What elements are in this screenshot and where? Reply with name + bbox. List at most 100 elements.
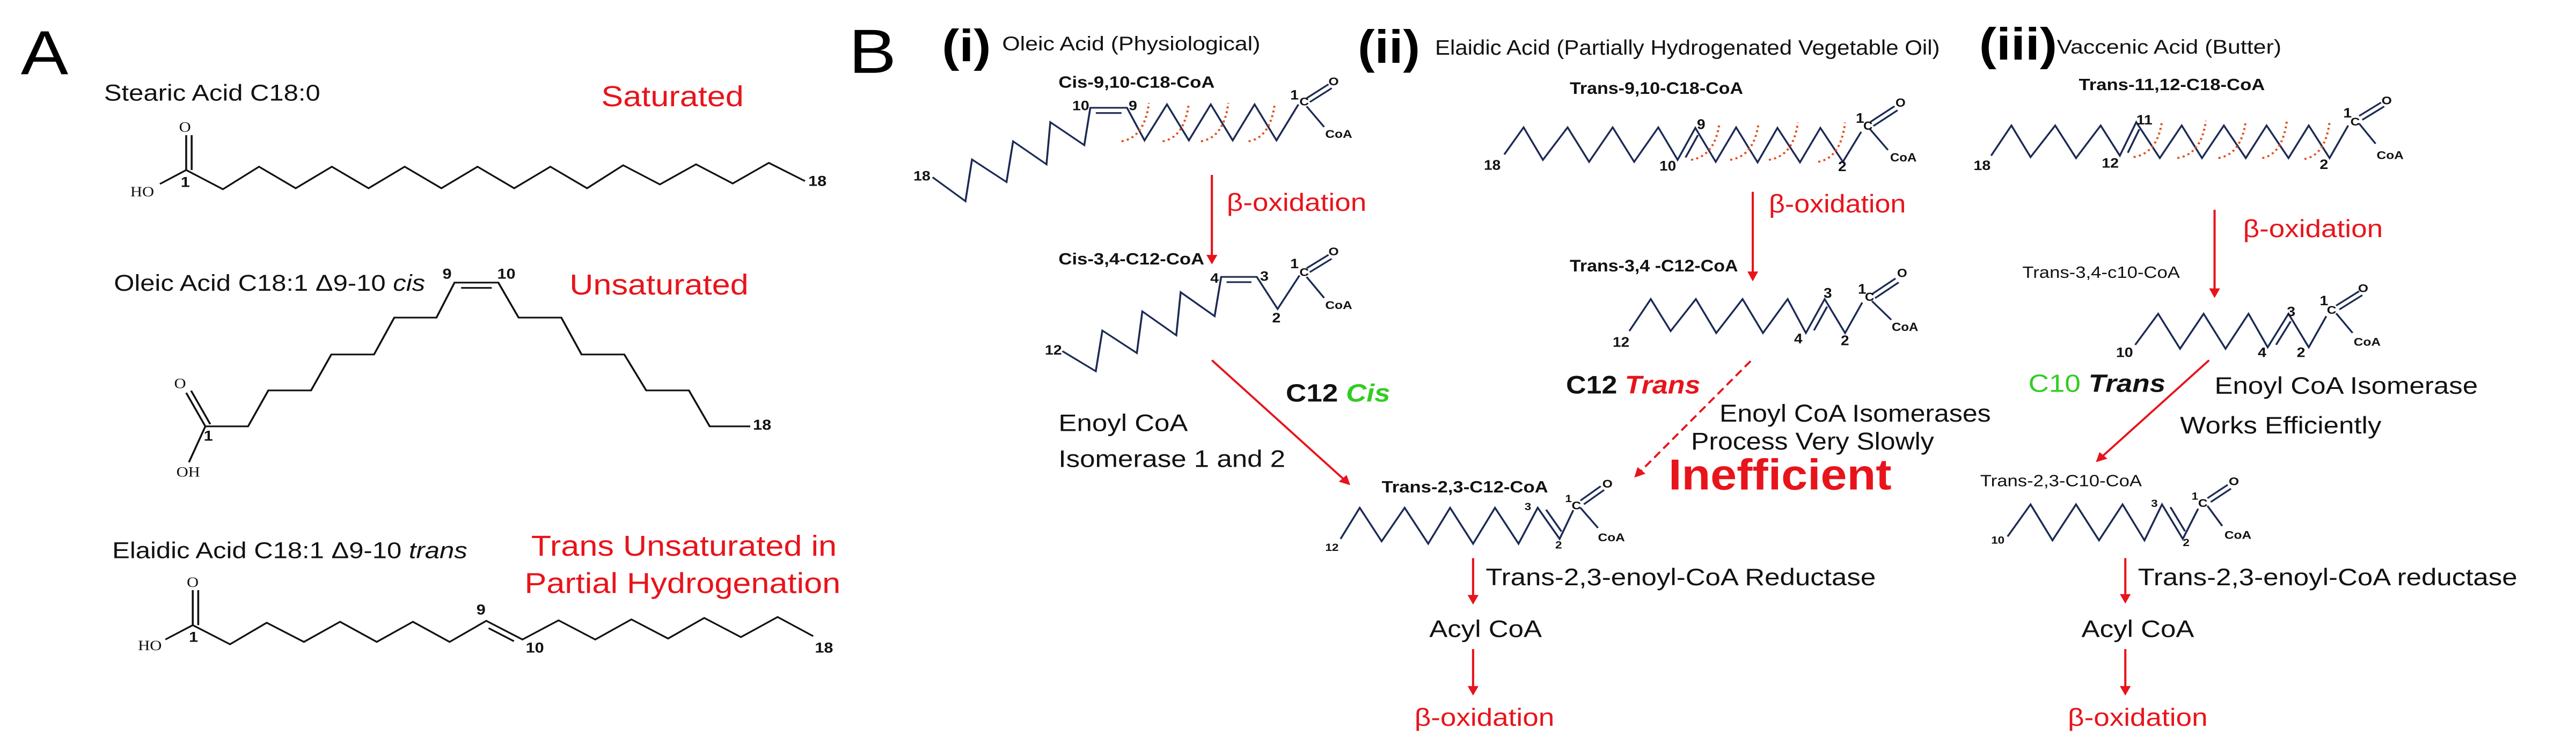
c12-cis-label: C12 Cis [1286,379,1391,407]
atom-label: 3 [1260,269,1269,284]
atom-label: 10 [1072,98,1089,113]
double-bond [1813,306,1828,331]
atom-label: O [2382,94,2392,107]
final-beta-oxidation-label: β-oxidation [2068,703,2208,731]
carbon-chain [2007,502,2199,542]
atom-label: 1 [1856,111,1864,126]
atom-label: 2 [2297,345,2306,360]
double-bond [1685,135,1699,158]
cleavage-mark [1162,102,1190,143]
acyl-coa-label: Acyl CoA [2082,616,2194,643]
bond [1306,83,1329,99]
cleavage-mark [1768,122,1799,161]
numeral-iii: (iii) [1979,19,2057,70]
trans-c12-coa-structure [1628,277,1899,335]
stearic-acid-structure [159,135,806,190]
double-bond [2127,129,2140,153]
atom-label: CoA [1325,128,1352,141]
panel-b-ii: (ii) Elaidic Acid (Partially Hydrogenate… [1358,21,1991,499]
beta-oxidation-label: β-oxidation [1769,189,1906,218]
carbon-chain [205,282,750,428]
atom-label: 1 [2192,491,2199,502]
atom-label: CoA [1325,298,1352,311]
atom-label: 11 [2136,113,2153,128]
atom-label: CoA [1892,320,1919,334]
bond [1306,106,1325,128]
panel-b-i: B (i) Oleic Acid (Physiological) Cis-9,1… [849,17,1876,731]
atom-label: 1 [181,174,190,190]
atom-label: 2 [2319,157,2328,172]
atom-label: 4 [1794,331,1803,347]
atom-label: C [2198,496,2208,509]
double-bond [1545,509,1563,532]
double-bond [1872,109,1898,127]
double-bond [2210,488,2232,503]
trans-c10-coa-structure [2134,290,2363,351]
atom-label: 2 [1272,311,1280,326]
atom-label: O [1602,477,1613,490]
carbon-chain [1340,506,1575,546]
enzyme-label: Isomerase 1 and 2 [1058,446,1285,473]
atom-label: O [179,119,191,135]
saturated-label: Saturated [601,81,743,113]
bond [2358,123,2376,144]
carbon-chain [186,161,806,190]
elaidic-pathway-title: Elaidic Acid (Partially Hydrogenated Veg… [1435,36,1940,59]
isomerase-arrow [1211,359,1351,485]
carbon-chain [1990,120,2350,160]
atom-label: 3 [1525,501,1531,512]
enzyme-label: Enoyl CoA Isomerase [2215,373,2478,399]
enzyme-label: Process Very Slowly [1691,428,1934,455]
trans-c18-coa-structure [1503,105,1898,164]
atom-label: C [2351,115,2360,128]
double-bond [190,390,211,425]
trans-3-4-c12-coa-label: Trans-3,4 -C12-CoA [1570,256,1738,275]
bond [185,392,207,427]
enzyme-label: Enoyl CoA Isomerases [1719,400,1991,428]
atom-label: 2 [1838,159,1847,174]
cleavage-mark [2218,120,2247,159]
atom-label: 1 [1858,282,1867,297]
bond [1579,485,1601,502]
final-beta-oxidation-label: β-oxidation [1415,703,1555,731]
atom-label: CoA [1890,151,1917,164]
cis-3-4-c12-coa-label: Cis-3,4-C12-CoA [1058,249,1204,268]
vaccenic-c18-coa-structure [1990,101,2385,160]
carbon-chain [1628,297,1863,335]
atom-label: 1 [1290,87,1299,102]
cleavage-mark [1690,122,1721,161]
bond [159,169,187,185]
bond [1869,105,1896,123]
atom-label: 3 [2151,498,2157,509]
atom-label: 10 [1991,535,2004,546]
atom-label: OH [177,464,200,480]
double-bond [488,627,515,642]
cleavage-mark [2177,120,2207,159]
atom-label: O [1329,245,1339,257]
atom-label: 9 [442,266,451,282]
bond [165,624,194,640]
oleic-acid-structure [185,282,750,463]
bond [1579,507,1599,529]
numeral-i: (i) [942,21,991,71]
atom-label: 9 [477,602,486,618]
atom-label: HO [138,638,162,654]
atom-label: 3 [1824,285,1832,301]
atom-label: 18 [1484,157,1501,173]
atom-label: 1 [1290,256,1299,271]
double-bond [1583,489,1605,505]
trans-unsaturated-label: Trans Unsaturated in [531,530,837,562]
cleavage-mark [1730,122,1760,161]
atom-label: 18 [753,417,771,433]
atom-label: 12 [2102,156,2119,171]
carbon-chain [192,616,814,645]
vaccenic-pathway-title: Vaccenic Acid (Butter) [2057,35,2281,58]
atom-label: 2 [1555,540,1562,551]
cleavage-mark [2133,120,2163,158]
atom-label: 18 [1974,158,1991,173]
atom-label: O [2229,475,2239,488]
atom-label: O [1329,75,1339,87]
atom-label: 10 [497,266,516,282]
cleavage-mark [1248,102,1276,143]
atom-label: 12 [1325,542,1338,553]
